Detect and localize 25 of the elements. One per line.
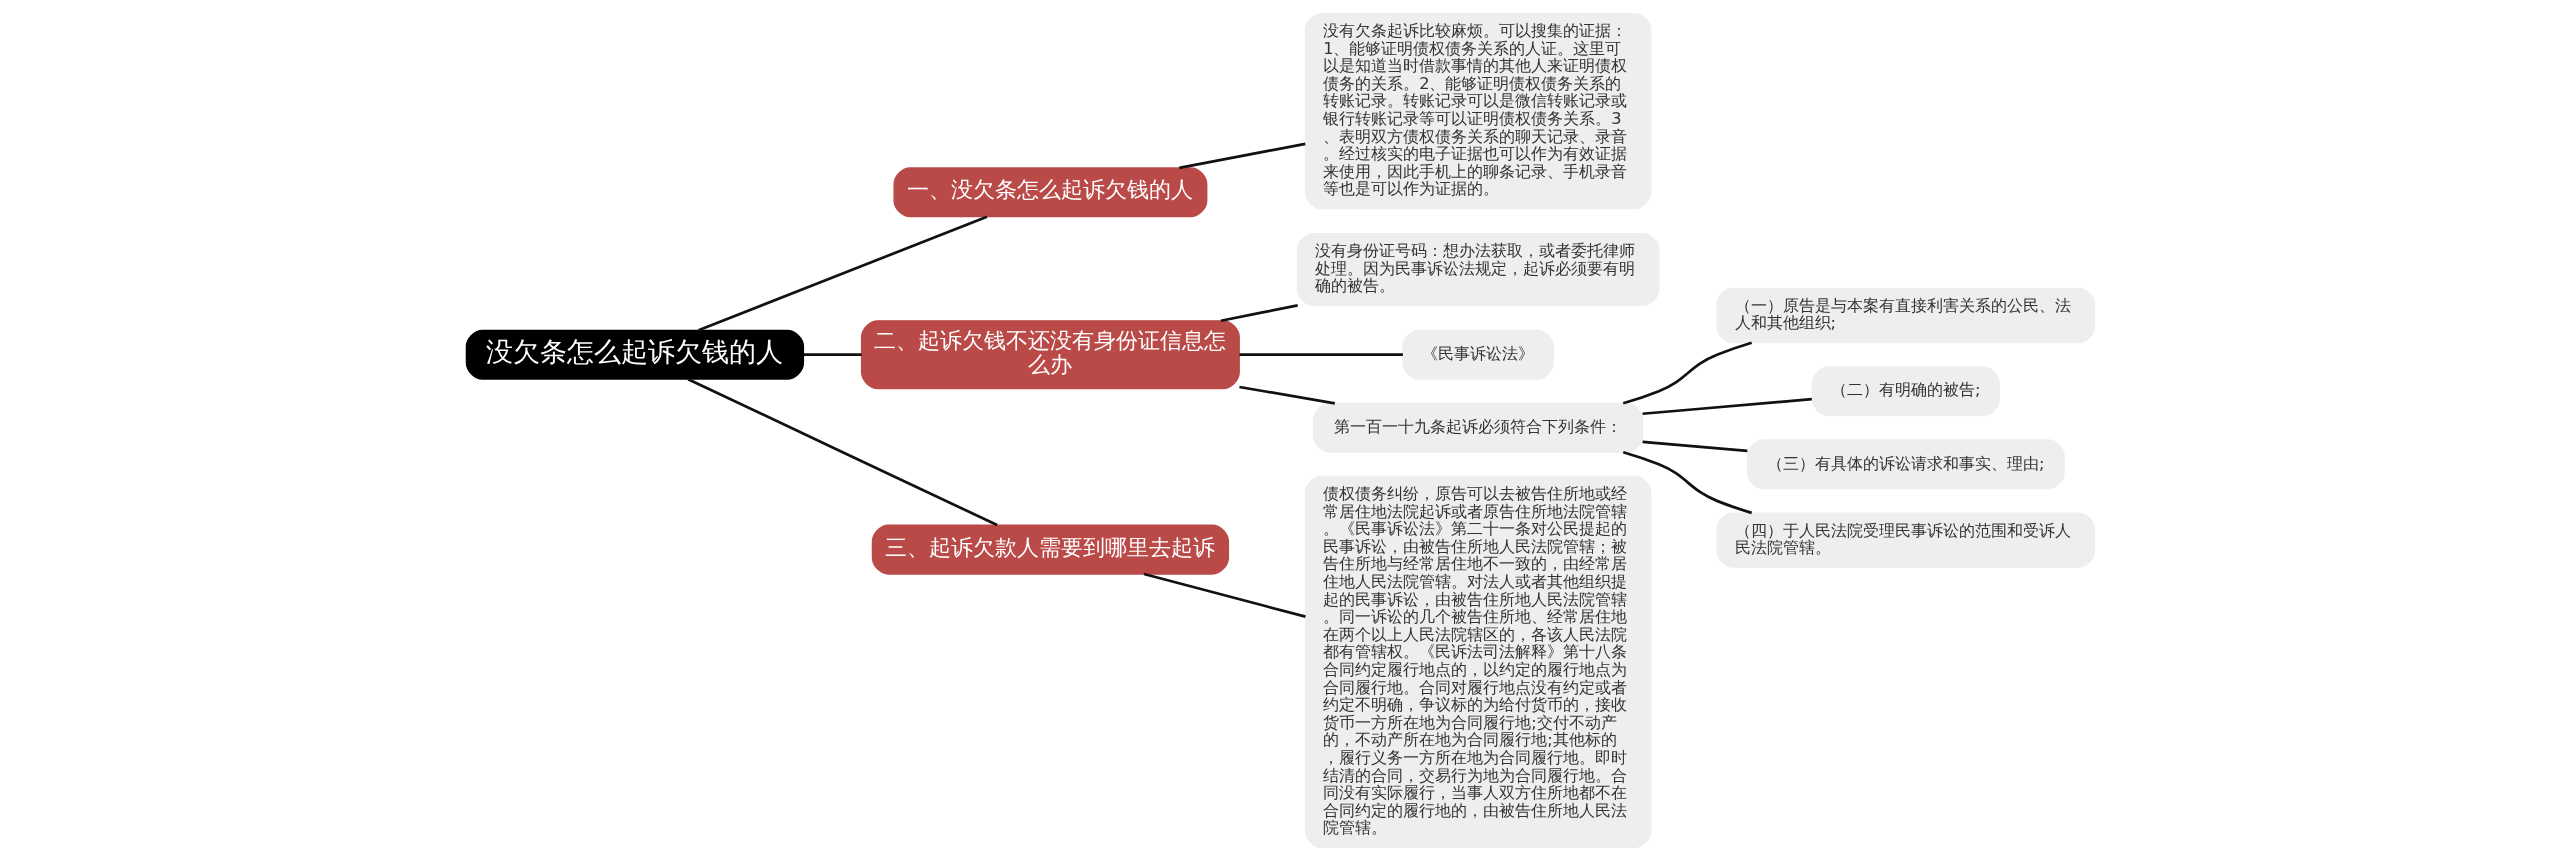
node-box: 第一百一十九条起诉必须符合下列条件： xyxy=(1312,402,1643,453)
node-box: （一）原告是与本案有直接利害关系的公民、法人和其他组织; xyxy=(1715,287,2095,344)
connector xyxy=(1220,304,1298,323)
node-box: 没有身份证号码：想办法获取，或者委托律师处理。因为民事诉讼法规定，起诉必须要有明确的被告。 xyxy=(1296,232,1659,306)
connector xyxy=(1178,142,1306,170)
node-box: 债权债务纠纷，原告可以去被告住所地或经常居住地法院起诉或者原告住所地法院管辖。《民事诉讼法》第二十一条对公民提起的民事诉讼，由被告住所地人民法院管辖；被告住所地与经常居住地不一致的，由经常居住地人民法院管辖。对法人或者其他组织提起的民事诉讼，由被告住所地人民法院管辖。同一诉讼的几个被告住所地、经常居住地在两个以上人民法院辖区的，各该人民法院都有管辖权。《民诉法司法解释》第十八条合同约定履行地点的，以约定的履行地点为合同履行地。合同对履行地点没有约定或者约定不明确，争议标的为给付货币的，接收货币一方所在地为合同履行地;交付不动产的，不动产所在地为合同履行地;其他标的，履行义务一方所在地为合同履行地。即时结清的合同，交易行为地为合同履行地。合同没有实际履行，当事人双方住所地都不在合同约定的履行地的，由被告住所地人民法院管辖。 xyxy=(1304,475,1651,849)
node-box: （四）于人民法院受理民事诉讼的范围和受诉人民法院管辖。 xyxy=(1715,512,2095,568)
connector xyxy=(803,353,862,357)
node-box: 一、没欠条怎么起诉欠钱的人 xyxy=(892,167,1207,218)
node-box: （三）有具体的诉讼请求和事实、理由; xyxy=(1746,439,2065,490)
connector xyxy=(1143,572,1306,618)
node-box: 三、起诉欠款人需要到哪里去起诉 xyxy=(871,524,1229,575)
connector xyxy=(1238,353,1403,357)
node-box: （二）有明确的被告; xyxy=(1811,366,2000,417)
connector xyxy=(1622,341,1752,405)
connector xyxy=(697,215,987,332)
connector xyxy=(1641,440,1747,453)
node-box: 没欠条怎么起诉欠钱的人 xyxy=(465,329,804,380)
connector xyxy=(1238,385,1335,405)
node-box: 没有欠条起诉比较麻烦。可以搜集的证据：1、能够证明债权债务关系的人证。这里可以是知道当时借款事情的其他人来证明债权债务的关系。2、能够证明债权债务关系的转账记录。转账记录可以是微信转账记录或银行转账记录等可以证明债权债务关系。3、表明双方债权债务关系的聊天记录、录音。经过核实的电子证据也可以作为有效证据来使用，因此手机上的聊条记录、手机录音等也是可以作为证据的。 xyxy=(1304,12,1651,210)
connector xyxy=(1622,450,1752,515)
node-box: 《民事诉讼法》 xyxy=(1401,329,1554,380)
node-box: 二、起诉欠钱不还没有身份证信息怎么办 xyxy=(860,320,1240,390)
connector xyxy=(687,377,998,527)
connector xyxy=(1641,397,1812,416)
